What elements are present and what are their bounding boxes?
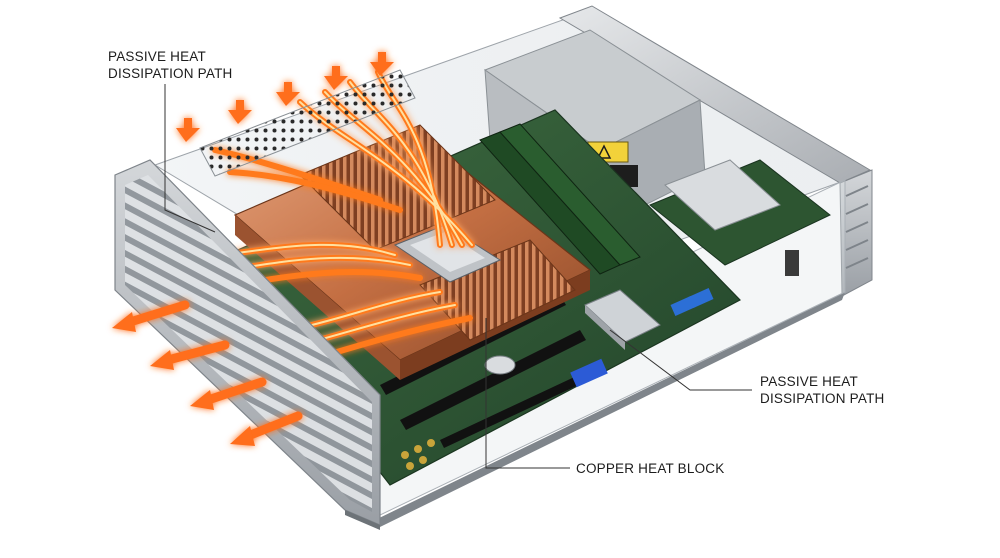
callout-copper-text: COPPER HEAT BLOCK [576,461,725,476]
leader-line-right [609,329,752,391]
usb-header [570,358,608,388]
chipset-heatsink [584,289,661,350]
ram-module-2 [499,123,641,266]
left-finned-end-cap [114,159,381,530]
cpu-chip-icon [393,224,502,283]
callout-top-line1: PASSIVE HEAT [108,49,206,64]
leader-line-copper [485,318,570,469]
callout-copper-heat-block: COPPER HEAT BLOCK [576,460,724,477]
callout-right-line2: DISSIPATION PATH [760,391,885,406]
heat-arrow-icon [112,300,190,332]
top-vent-panel [199,69,416,177]
sata-port-1 [670,296,696,316]
leader-line-top [164,84,216,233]
heat-arrow-icon [370,52,394,76]
right-end-cap [839,169,873,297]
heat-arrow-icon [190,377,267,410]
callout-passive-heat-right: PASSIVE HEAT DISSIPATION PATH [760,373,884,407]
expansion-board [649,159,831,276]
base-plate [375,292,845,528]
heat-arrow-icon [150,340,230,370]
heat-arrow-icon [228,100,252,124]
callout-passive-heat-top: PASSIVE HEAT DISSIPATION PATH [108,48,232,82]
heat-flow-arrows [112,52,394,446]
back-top-rail [558,5,872,184]
capacitors [401,439,435,470]
leader-lines [164,84,752,469]
callout-top-line2: DISSIPATION PATH [108,66,233,81]
sata-port-2 [688,288,714,308]
heat-arrow-icon [276,82,300,106]
heat-arrow-icon [230,411,303,446]
pcie-slot-2 [400,330,586,430]
pcie-slot-3 [440,365,604,448]
heat-arrow-icon [176,118,200,142]
fan-grill-icon [199,69,416,177]
heat-arrow-icon [324,66,348,90]
right-end-cap-fins [845,185,869,269]
cmos-battery [484,355,516,375]
callout-right-line1: PASSIVE HEAT [760,374,858,389]
